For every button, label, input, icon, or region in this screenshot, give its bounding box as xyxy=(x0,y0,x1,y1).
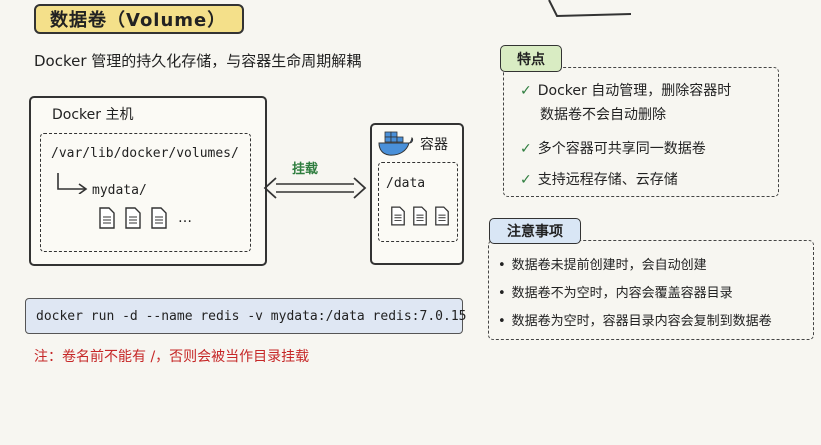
check-icon: ✓ xyxy=(520,141,532,157)
container-label: 容器 xyxy=(420,137,448,153)
check-icon: ✓ xyxy=(520,83,532,99)
document-icon xyxy=(99,207,115,229)
document-icon xyxy=(125,207,141,229)
features-panel xyxy=(503,67,779,197)
host-volume-area xyxy=(40,133,251,252)
docker-run-command: docker run -d --name redis -v mydata:/da… xyxy=(25,298,466,334)
feature-item-continued: 数据卷不会自动删除 xyxy=(540,107,666,123)
mount-double-arrow-icon xyxy=(263,177,367,199)
container-data-path: /data xyxy=(386,176,426,191)
page-title: 数据卷（Volume） xyxy=(34,4,244,34)
feature-item: ✓支持远程存储、云存储 xyxy=(520,172,678,188)
docker-whale-icon xyxy=(378,131,414,156)
host-subdir: mydata/ xyxy=(92,183,147,198)
mount-label: 挂载 xyxy=(292,162,319,177)
feature-item: ✓Docker 自动管理，删除容器时 xyxy=(520,83,732,99)
decorative-frame xyxy=(548,0,632,18)
docker-host-box xyxy=(29,96,267,266)
document-icon xyxy=(151,207,167,229)
container-file-list xyxy=(390,206,450,226)
page-subtitle: Docker 管理的持久化存储，与容器生命周期解耦 xyxy=(34,52,362,70)
warnings-title: 注意事项 xyxy=(489,218,581,244)
bullet-icon: • xyxy=(498,258,506,273)
more-files-ellipsis: … xyxy=(178,210,192,226)
subdir-arrow-icon xyxy=(57,173,88,194)
host-file-list: … xyxy=(98,207,192,229)
features-title: 特点 xyxy=(500,45,562,72)
warning-item: •数据卷为空时，容器目录内容会复制到数据卷 xyxy=(498,314,772,329)
container-data-area xyxy=(378,162,458,242)
document-icon xyxy=(435,206,449,226)
host-volume-path: /var/lib/docker/volumes/ xyxy=(51,146,239,161)
bullet-icon: • xyxy=(498,286,506,301)
docker-host-label: Docker 主机 xyxy=(52,107,134,123)
warning-item: •数据卷不为空时，内容会覆盖容器目录 xyxy=(498,286,733,301)
warnings-panel xyxy=(488,240,814,340)
check-icon: ✓ xyxy=(520,172,532,188)
feature-item: ✓多个容器可共享同一数据卷 xyxy=(520,141,706,157)
bullet-icon: • xyxy=(498,314,506,329)
warning-item: •数据卷未提前创建时，会自动创建 xyxy=(498,258,707,273)
document-icon xyxy=(413,206,427,226)
warning-note: 注：卷名前不能有 /，否则会被当作目录挂载 xyxy=(34,349,310,365)
document-icon xyxy=(391,206,405,226)
